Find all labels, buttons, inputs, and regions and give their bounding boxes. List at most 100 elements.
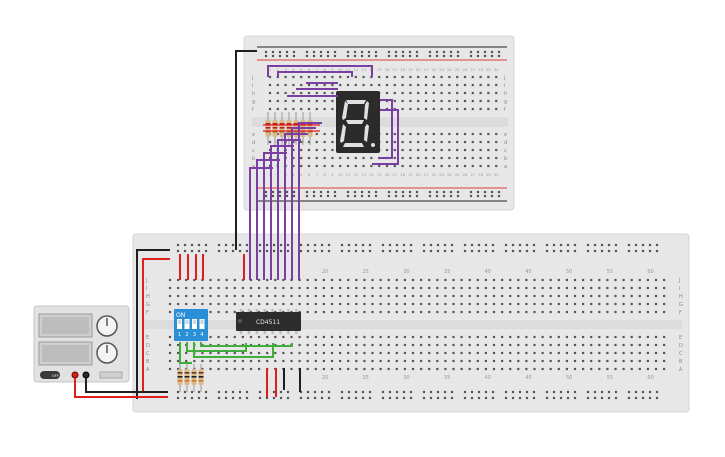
hole[interactable] bbox=[646, 294, 649, 298]
cd4511-ic[interactable]: CD4511 bbox=[236, 309, 301, 334]
hole[interactable] bbox=[306, 286, 309, 290]
hole[interactable] bbox=[573, 367, 577, 371]
hole[interactable] bbox=[456, 75, 459, 79]
hole[interactable] bbox=[495, 140, 498, 144]
hole[interactable] bbox=[559, 243, 563, 247]
hole[interactable] bbox=[249, 302, 253, 306]
hole[interactable] bbox=[424, 156, 428, 160]
hole[interactable] bbox=[381, 390, 385, 394]
hole[interactable] bbox=[463, 99, 467, 103]
hole[interactable] bbox=[440, 107, 443, 111]
hole[interactable] bbox=[518, 243, 522, 247]
hole[interactable] bbox=[258, 278, 261, 282]
hole[interactable] bbox=[300, 156, 303, 160]
hole[interactable] bbox=[355, 351, 358, 355]
hole[interactable] bbox=[290, 359, 293, 363]
hole[interactable] bbox=[443, 396, 447, 400]
hole[interactable] bbox=[395, 367, 398, 371]
hole[interactable] bbox=[330, 278, 334, 282]
hole[interactable] bbox=[409, 249, 413, 253]
hole[interactable] bbox=[436, 359, 439, 363]
hole[interactable] bbox=[258, 302, 261, 306]
hole[interactable] bbox=[443, 249, 447, 253]
hole[interactable] bbox=[630, 286, 633, 290]
hole[interactable] bbox=[590, 343, 593, 347]
purple-wire-3[interactable] bbox=[263, 152, 287, 280]
hole[interactable] bbox=[477, 396, 481, 400]
hole[interactable] bbox=[330, 343, 334, 347]
purple-wire-15[interactable] bbox=[372, 109, 399, 165]
hole[interactable] bbox=[436, 351, 439, 355]
hole[interactable] bbox=[347, 278, 350, 282]
hole[interactable] bbox=[290, 367, 293, 371]
hole[interactable] bbox=[225, 294, 228, 298]
hole[interactable] bbox=[646, 335, 649, 339]
hole[interactable] bbox=[442, 50, 446, 54]
hole[interactable] bbox=[379, 367, 382, 371]
hole[interactable] bbox=[322, 310, 325, 314]
hole[interactable] bbox=[471, 132, 474, 136]
hole[interactable] bbox=[363, 343, 366, 347]
hole[interactable] bbox=[573, 302, 577, 306]
hole[interactable] bbox=[347, 367, 350, 371]
hole[interactable] bbox=[284, 107, 287, 111]
hole[interactable] bbox=[340, 249, 344, 253]
hole[interactable] bbox=[378, 83, 381, 87]
hole[interactable] bbox=[470, 390, 474, 394]
hole[interactable] bbox=[444, 278, 447, 282]
hole[interactable] bbox=[428, 50, 432, 54]
hole[interactable] bbox=[347, 359, 350, 363]
hole[interactable] bbox=[306, 310, 309, 314]
hole[interactable] bbox=[463, 91, 467, 95]
hole[interactable] bbox=[424, 132, 428, 136]
hole[interactable] bbox=[330, 367, 334, 371]
hole[interactable] bbox=[209, 302, 212, 306]
hole[interactable] bbox=[452, 343, 455, 347]
hole[interactable] bbox=[525, 249, 529, 253]
hole[interactable] bbox=[408, 50, 412, 54]
hole[interactable] bbox=[177, 359, 180, 363]
hole[interactable] bbox=[476, 367, 479, 371]
hole[interactable] bbox=[268, 83, 272, 87]
hole[interactable] bbox=[274, 278, 277, 282]
hole[interactable] bbox=[185, 302, 188, 306]
hole[interactable] bbox=[509, 351, 512, 355]
hole[interactable] bbox=[274, 335, 277, 339]
hole[interactable] bbox=[272, 396, 276, 400]
hole[interactable] bbox=[185, 286, 188, 290]
hole[interactable] bbox=[368, 396, 372, 400]
hole[interactable] bbox=[258, 390, 262, 394]
hole[interactable] bbox=[456, 50, 460, 54]
hole[interactable] bbox=[326, 190, 330, 194]
hole[interactable] bbox=[393, 156, 396, 160]
hole[interactable] bbox=[484, 396, 488, 400]
hole[interactable] bbox=[460, 278, 463, 282]
hole[interactable] bbox=[315, 164, 318, 168]
hole[interactable] bbox=[411, 367, 415, 371]
hole[interactable] bbox=[401, 140, 404, 144]
hole[interactable] bbox=[355, 310, 358, 314]
hole[interactable] bbox=[306, 396, 310, 400]
hole[interactable] bbox=[292, 140, 295, 144]
hole[interactable] bbox=[663, 286, 666, 290]
hole[interactable] bbox=[323, 156, 326, 160]
hole[interactable] bbox=[495, 132, 498, 136]
hole[interactable] bbox=[385, 164, 389, 168]
hole[interactable] bbox=[307, 148, 311, 152]
hole[interactable] bbox=[388, 390, 392, 394]
hole[interactable] bbox=[492, 302, 496, 306]
power-supply[interactable]: OFF bbox=[33, 305, 130, 383]
hole[interactable] bbox=[258, 367, 261, 371]
hole[interactable] bbox=[370, 156, 373, 160]
hole[interactable] bbox=[193, 294, 196, 298]
hole[interactable] bbox=[266, 286, 269, 290]
hole[interactable] bbox=[590, 367, 593, 371]
hole[interactable] bbox=[408, 54, 412, 58]
hole[interactable] bbox=[339, 302, 342, 306]
hole[interactable] bbox=[322, 294, 325, 298]
hole[interactable] bbox=[440, 132, 443, 136]
hole[interactable] bbox=[306, 294, 309, 298]
hole[interactable] bbox=[408, 194, 412, 198]
hole[interactable] bbox=[401, 50, 405, 54]
